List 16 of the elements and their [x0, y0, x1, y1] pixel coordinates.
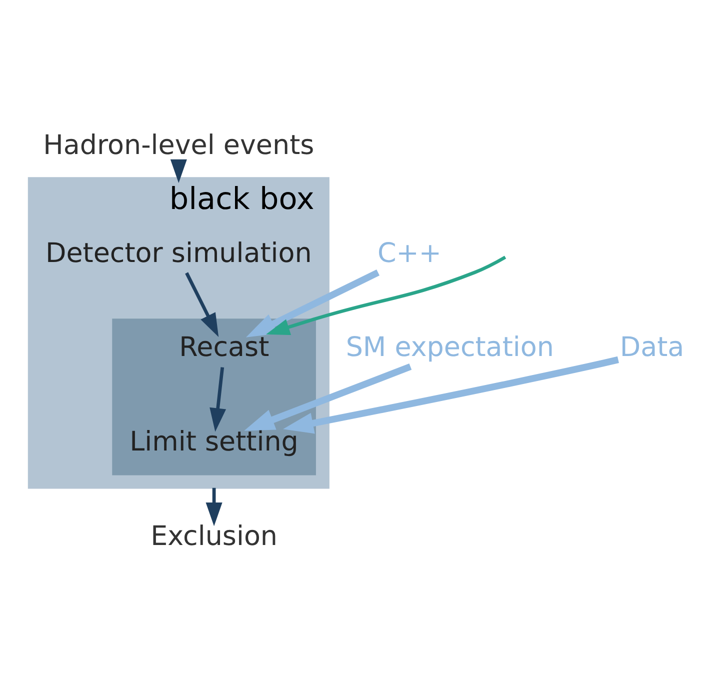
node-text: Hadron-level events: [43, 130, 314, 161]
arrow: [206, 488, 222, 526]
node-text: Data: [620, 332, 684, 364]
arrow: [283, 356, 619, 434]
node-text: Recast: [179, 332, 270, 364]
arrow: [210, 367, 226, 432]
node-text: SM expectation: [346, 332, 554, 364]
arrow: [246, 270, 380, 338]
arrow: [170, 159, 187, 184]
node-text: Limit setting: [130, 426, 298, 458]
arrow: [244, 364, 412, 431]
node-text: Exclusion: [150, 520, 278, 552]
node-text: Detector simulation: [45, 238, 312, 269]
arrow: [185, 272, 219, 337]
node-text: C++: [377, 238, 442, 269]
arrow: [266, 256, 506, 336]
